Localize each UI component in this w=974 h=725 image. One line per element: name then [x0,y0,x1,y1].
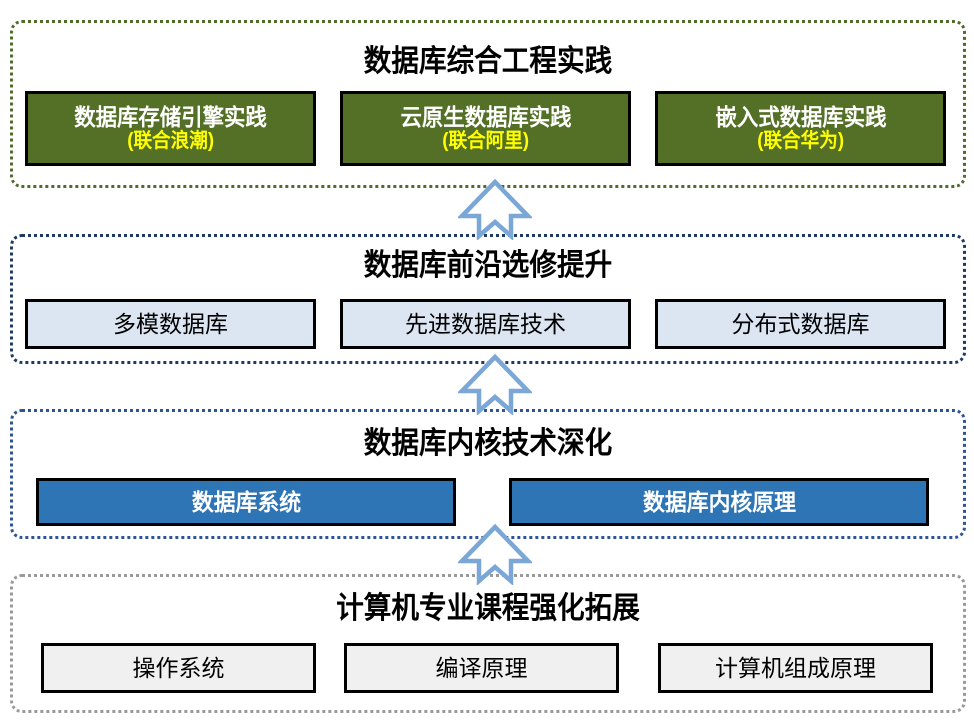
course-box-title: 先进数据库技术 [405,311,566,337]
course-box-db-system[interactable]: 数据库系统 [36,478,456,526]
section-capstone-title: 数据库综合工程实践 [363,45,613,78]
course-box-multimodel-db[interactable]: 多模数据库 [25,299,316,349]
course-box-embedded-db[interactable]: 嵌入式数据库实践 (联合华为) [655,91,946,166]
course-box-title: 数据库内核原理 [642,489,796,515]
section-foundation-title: 计算机专业课程强化拓展 [336,592,640,625]
course-box-title: 嵌入式数据库实践 [714,104,887,130]
course-box-advanced-db-tech[interactable]: 先进数据库技术 [340,299,631,349]
section-kernel-title: 数据库内核技术深化 [363,427,613,460]
course-box-title: 数据库存储引擎实践 [74,104,267,130]
arrow-elective-to-capstone-icon [458,178,532,240]
course-box-partner: (联合阿里) [442,130,529,152]
course-box-title: 云原生数据库实践 [399,104,572,130]
course-box-db-storage-engine[interactable]: 数据库存储引擎实践 (联合浪潮) [25,91,316,166]
course-box-title: 多模数据库 [113,311,228,337]
arrow-foundation-to-kernel-icon [458,523,532,585]
course-box-compiler-principles[interactable]: 编译原理 [344,643,619,693]
section-foundation: 计算机专业课程强化拓展 操作系统 编译原理 计算机组成原理 [10,574,966,713]
course-box-db-kernel-principles[interactable]: 数据库内核原理 [509,478,929,526]
section-elective-title: 数据库前沿选修提升 [363,249,613,282]
course-box-partner: (联合浪潮) [127,130,214,152]
course-box-title: 数据库系统 [191,489,301,515]
course-box-partner: (联合华为) [757,130,844,152]
course-box-cloud-native-db[interactable]: 云原生数据库实践 (联合阿里) [340,91,631,166]
course-box-title: 操作系统 [132,655,225,681]
section-kernel: 数据库内核技术深化 数据库系统 数据库内核原理 [10,409,966,539]
course-box-title: 计算机组成原理 [715,655,876,681]
course-box-title: 分布式数据库 [731,311,870,337]
section-elective: 数据库前沿选修提升 多模数据库 先进数据库技术 分布式数据库 [10,234,966,364]
course-box-title: 编译原理 [435,655,528,681]
course-box-distributed-db[interactable]: 分布式数据库 [655,299,946,349]
section-capstone: 数据库综合工程实践 数据库存储引擎实践 (联合浪潮) 云原生数据库实践 (联合阿… [10,20,966,188]
course-box-computer-organization[interactable]: 计算机组成原理 [658,643,933,693]
course-box-operating-system[interactable]: 操作系统 [41,643,316,693]
arrow-kernel-to-elective-icon [458,353,532,415]
